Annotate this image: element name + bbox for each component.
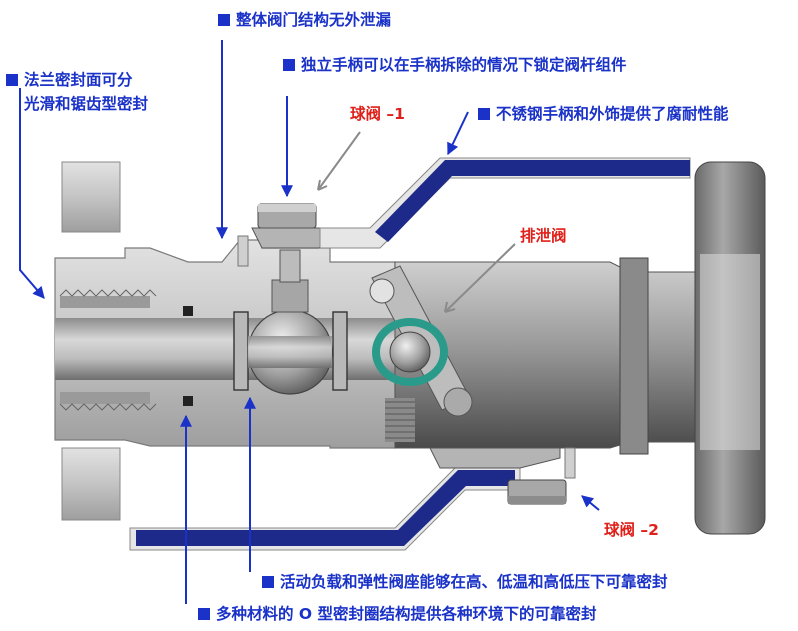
leader-arrows-gray — [317, 131, 516, 313]
label-o-ring: 多种材料的 O 型密封圈结构提供各种环境下的可靠密封 — [198, 604, 596, 624]
ball-valve-1-ball — [247, 249, 333, 395]
label-ball-valve-1: 球阀 –1 — [350, 105, 405, 123]
ball-valve-2-stem — [429, 447, 576, 505]
label-ball-valve-2: 球阀 –2 — [604, 521, 659, 539]
bullet-icon — [6, 74, 18, 86]
leader-arrows — [19, 40, 600, 604]
bullet-icon — [198, 608, 210, 620]
bullet-icon — [478, 108, 490, 120]
label-flange-line1: 法兰密封面可分 — [6, 70, 133, 90]
label-drain-valve: 排泄阀 — [520, 227, 567, 245]
bullet-icon — [218, 14, 230, 26]
label-stainless-handle: 不锈钢手柄和外饰提供了腐耐性能 — [478, 104, 729, 124]
label-flange-line2: 光滑和锯齿型密封 — [24, 95, 149, 113]
bullet-icon — [262, 576, 274, 588]
handle-upper — [319, 157, 691, 249]
valve-body-section — [54, 239, 396, 449]
label-live-load: 活动负载和弹性阀座能够在高、低温和高低压下可靠密封 — [262, 572, 668, 592]
handle-lower — [129, 467, 521, 551]
left-flange — [61, 161, 121, 521]
drain-valve — [369, 265, 473, 417]
bullet-icon — [283, 59, 295, 71]
right-flange — [694, 161, 766, 535]
label-handle-lock: 独立手柄可以在手柄拆除的情况下锁定阀杆组件 — [283, 55, 627, 75]
label-whole-body: 整体阀门结构无外泄漏 — [218, 10, 391, 30]
